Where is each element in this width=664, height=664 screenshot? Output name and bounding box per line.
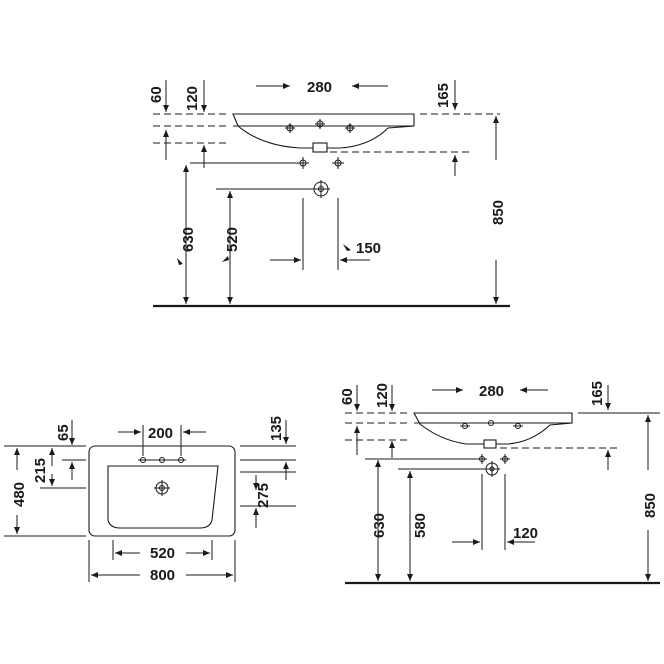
dim-275: 275	[255, 483, 272, 508]
drain-outlet	[312, 142, 328, 153]
dim-215: 215	[32, 458, 49, 483]
drain-plan	[154, 480, 170, 496]
basin-outline-right	[413, 412, 573, 445]
plan-view: 200 65 480 215 135 275 52	[4, 416, 296, 584]
dim-280: 280	[307, 79, 332, 96]
tap-holes-plan	[138, 457, 186, 463]
dim-165-right: 165	[589, 381, 606, 406]
dim-850: 850	[490, 200, 507, 225]
dim-850-right: 850	[642, 493, 659, 518]
front-elevation-view-top: 280 60 120 165 850 630 520	[148, 79, 510, 308]
basin-outline	[232, 113, 415, 149]
dim-65: 65	[55, 424, 72, 441]
dim-630-right: 630	[371, 513, 388, 538]
drain-outlet-right	[483, 439, 497, 449]
dim-120-bottom: 120	[513, 525, 538, 542]
dim-630: 630	[180, 227, 197, 252]
dim-135: 135	[268, 416, 285, 441]
dim-165: 165	[435, 83, 452, 108]
dim-120: 120	[184, 86, 201, 111]
dim-800: 800	[150, 567, 175, 584]
basin-bowl	[107, 465, 219, 529]
dim-60-right: 60	[339, 388, 356, 405]
dim-520-plan: 520	[150, 545, 175, 562]
dim-150: 150	[356, 240, 381, 257]
tap-holes	[285, 119, 355, 133]
dim-520: 520	[224, 227, 241, 252]
dim-480: 480	[11, 482, 28, 507]
tap-holes-right	[460, 420, 523, 429]
supply-connections-right	[477, 454, 510, 477]
dim-60: 60	[148, 86, 165, 103]
supply-connections	[297, 157, 344, 198]
dim-580: 580	[412, 513, 429, 538]
dim-120-right: 120	[374, 383, 391, 408]
front-elevation-view-right: 280 60 120 165 850 630 580	[339, 381, 660, 585]
dim-280-right: 280	[479, 383, 504, 400]
dim-200: 200	[148, 425, 173, 442]
